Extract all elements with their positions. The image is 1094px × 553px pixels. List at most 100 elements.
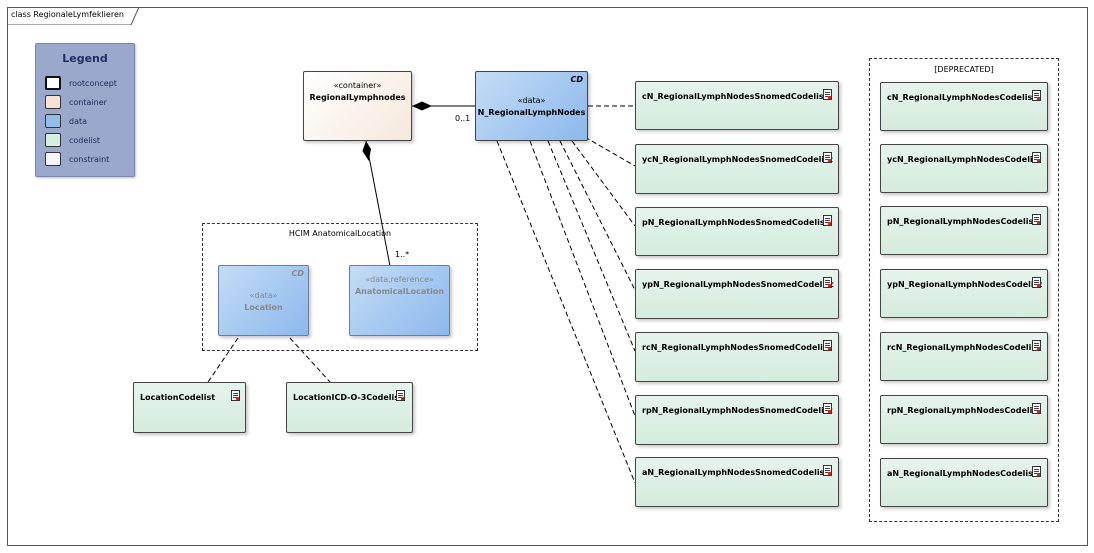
codelist-rpn-deprecated[interactable]: rpN_RegionalLymphNodesCodelist	[880, 395, 1048, 444]
container-regional-lymphnodes[interactable]: «container» RegionalLymphnodes	[303, 71, 412, 141]
legend: Legend rootconcept container data codeli…	[35, 43, 135, 177]
codelist-rpn-snomed[interactable]: rpN_RegionalLymphNodesSnomedCodelist	[635, 395, 839, 445]
dependency-line-ypN	[559, 140, 636, 291]
anatomical-name: AnatomicalLocation	[354, 287, 445, 296]
frame-title: class RegionaleLymfeklieren	[11, 10, 124, 19]
codelist-cn-deprecated[interactable]: cN_RegionalLymphNodesCodelist	[880, 82, 1048, 131]
package-label: HCIM AnatomicalLocation	[288, 229, 392, 238]
codelist-label: pN_RegionalLymphNodesCodelist	[887, 217, 1038, 226]
frame-tab	[7, 7, 139, 25]
document-icon	[823, 89, 832, 100]
data-node-name: N_RegionalLymphNodes	[477, 108, 586, 117]
data-n-regional-lymph-nodes[interactable]: CD «data» N_RegionalLymphNodes	[475, 71, 588, 141]
codelist-cn-snomed[interactable]: cN_RegionalLymphNodesSnomedCodelist	[635, 81, 839, 130]
codelist-label: rcN_RegionalLymphNodesSnomedCodelist	[642, 343, 832, 352]
codelist-label: ycN_RegionalLymphNodesSnomedCodelist	[642, 155, 833, 164]
legend-label: rootconcept	[69, 78, 117, 88]
codelist-label: rpN_RegionalLymphNodesSnomedCodelist	[642, 406, 833, 415]
legend-item-container: container	[45, 94, 107, 110]
container-stereotype: «container»	[333, 81, 382, 90]
composition-line-anatomical	[365, 140, 391, 267]
codelist-label: rpN_RegionalLymphNodesCodelist	[887, 406, 1041, 415]
document-icon	[1032, 90, 1041, 101]
document-icon	[823, 277, 832, 288]
document-icon	[823, 340, 832, 351]
document-icon	[823, 403, 832, 414]
multiplicity-anatomical: 1..*	[395, 250, 410, 259]
document-icon	[231, 390, 240, 401]
dependency-line-rcN	[547, 140, 636, 352]
codelist-label: rcN_RegionalLymphNodesCodelist	[887, 343, 1040, 352]
codelist-ypn-deprecated[interactable]: ypN_RegionalLymphNodesCodelist	[880, 269, 1048, 318]
cd-tag: CD	[291, 269, 304, 278]
document-icon	[1032, 152, 1041, 163]
legend-swatch	[45, 152, 61, 166]
legend-swatch	[45, 114, 61, 128]
codelist-location-icd-o-3[interactable]: LocationICD-O-3Codelist	[286, 382, 413, 433]
legend-item-data: data	[45, 113, 87, 129]
composition-diamond-data	[412, 101, 432, 111]
dependency-line-ycN	[584, 136, 636, 167]
codelist-label: ycN_RegionalLymphNodesCodelist	[887, 155, 1042, 164]
location-stereotype: «data»	[249, 291, 278, 300]
data-node-stereotype: «data»	[517, 96, 546, 105]
codelist-an-deprecated[interactable]: aN_RegionalLymphNodesCodelist	[880, 458, 1048, 507]
document-icon	[823, 465, 832, 476]
legend-swatch	[45, 133, 61, 147]
codelist-pn-snomed[interactable]: pN_RegionalLymphNodesSnomedCodelist	[635, 207, 839, 256]
legend-title: Legend	[62, 52, 108, 65]
codelist-rcn-snomed[interactable]: rcN_RegionalLymphNodesSnomedCodelist	[635, 332, 839, 382]
codelist-label: cN_RegionalLymphNodesSnomedCodelist	[642, 92, 828, 101]
dependency-line-location	[207, 337, 239, 383]
container-name: RegionalLymphnodes	[309, 93, 406, 102]
document-icon	[823, 152, 832, 163]
legend-item-codelist: codelist	[45, 132, 100, 148]
codelist-pn-deprecated[interactable]: pN_RegionalLymphNodesCodelist	[880, 206, 1048, 255]
package-deprecated[interactable]: [DEPRECATED]	[869, 58, 1059, 522]
codelist-rcn-deprecated[interactable]: rcN_RegionalLymphNodesCodelist	[880, 332, 1048, 381]
dependency-line-pN	[571, 140, 636, 227]
codelist-an-snomed[interactable]: aN_RegionalLymphNodesSnomedCodelist	[635, 457, 839, 507]
document-icon	[1032, 214, 1041, 225]
legend-swatch	[45, 95, 61, 109]
anatomical-stereotype: «data,reference»	[365, 275, 434, 284]
document-icon	[823, 215, 832, 226]
codelist-label: cN_RegionalLymphNodesCodelist	[887, 93, 1037, 102]
codelist-location[interactable]: LocationCodelist	[133, 382, 246, 433]
data-location[interactable]: CD «data» Location	[218, 265, 309, 336]
document-icon	[396, 390, 405, 401]
codelist-label: pN_RegionalLymphNodesSnomedCodelist	[642, 218, 829, 227]
codelist-label: aN_RegionalLymphNodesCodelist	[887, 469, 1037, 478]
dependency-line-rpN	[529, 140, 636, 417]
diagram-frame	[7, 7, 1088, 546]
codelist-label: LocationICD-O-3Codelist	[293, 393, 403, 402]
legend-label: constraint	[69, 154, 110, 164]
composition-diamond-anatomical	[362, 141, 371, 161]
document-icon	[1032, 340, 1041, 351]
package-hcim-anatomical-location[interactable]: HCIM AnatomicalLocation	[202, 223, 478, 351]
cd-tag: CD	[570, 75, 583, 84]
dependency-line-aN	[496, 140, 636, 484]
legend-swatch	[45, 76, 61, 90]
codelist-label: ypN_RegionalLymphNodesSnomedCodelist	[642, 280, 834, 289]
legend-label: codelist	[69, 135, 101, 145]
document-icon	[1032, 277, 1041, 288]
legend-item-constraint: constraint	[45, 151, 109, 167]
document-icon	[1032, 466, 1041, 477]
multiplicity-data-node: 0..1	[455, 114, 471, 123]
codelist-label: ypN_RegionalLymphNodesCodelist	[887, 280, 1043, 289]
document-icon	[1032, 403, 1041, 414]
legend-item-rootconcept: rootconcept	[45, 75, 117, 91]
dependency-line-location-icd	[289, 337, 331, 383]
package-deprecated-label: [DEPRECATED]	[934, 65, 994, 74]
codelist-ycn-deprecated[interactable]: ycN_RegionalLymphNodesCodelist	[880, 144, 1048, 193]
location-name: Location	[244, 303, 283, 312]
data-anatomical-location[interactable]: «data,reference» AnatomicalLocation	[349, 265, 450, 336]
legend-label: data	[69, 116, 88, 126]
codelist-ycn-snomed[interactable]: ycN_RegionalLymphNodesSnomedCodelist	[635, 144, 839, 194]
legend-label: container	[69, 97, 107, 107]
codelist-label: LocationCodelist	[140, 393, 216, 402]
codelist-label: aN_RegionalLymphNodesSnomedCodelist	[642, 468, 829, 477]
codelist-ypn-snomed[interactable]: ypN_RegionalLymphNodesSnomedCodelist	[635, 269, 839, 319]
